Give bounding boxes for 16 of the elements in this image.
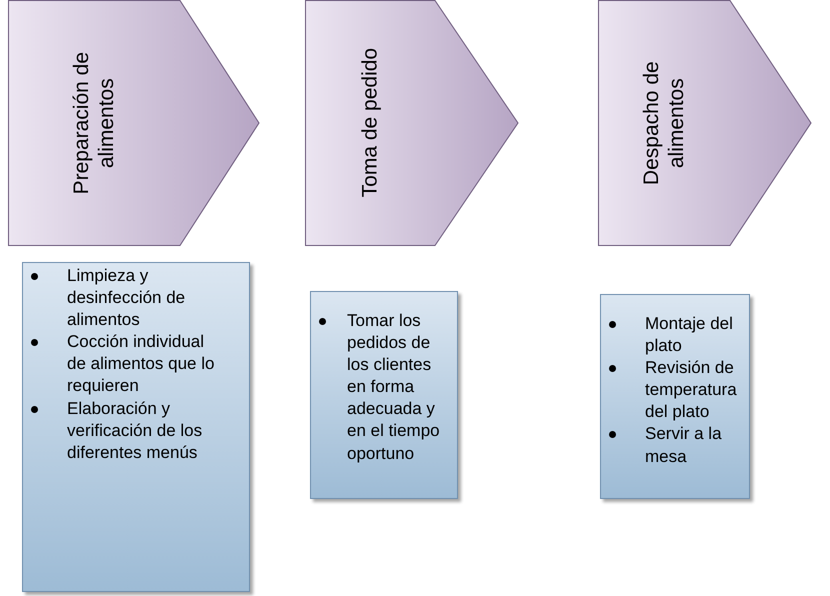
bullet-list-box [22, 262, 250, 592]
list-item: Limpieza y desinfección de alimentos [67, 266, 186, 330]
list-item: Servir a la mesa [645, 424, 722, 466]
chevron-arrow [305, 0, 519, 246]
chevron-label: Toma de pedido [357, 47, 382, 200]
bullet-list-box [310, 291, 458, 499]
list-item: Montaje del plato [645, 314, 733, 356]
list-item: Revisión de temperatura del plato [645, 358, 737, 422]
list-item: Elaboración y verificación de los diferentes menús [67, 398, 202, 462]
chevron-arrow [598, 0, 812, 246]
list-item: Cocción individual de alimentos que lo requieren [67, 332, 214, 396]
chevron-label: Despacho de alimentos [638, 60, 689, 187]
list-item: Tomar los pedidos de los clientes en forma adecuada y en el tiempo oportuno [347, 311, 440, 463]
chevron-arrow [8, 0, 260, 246]
bullet-list-box [600, 294, 750, 499]
chevron-label: Preparación de alimentos [68, 50, 119, 196]
